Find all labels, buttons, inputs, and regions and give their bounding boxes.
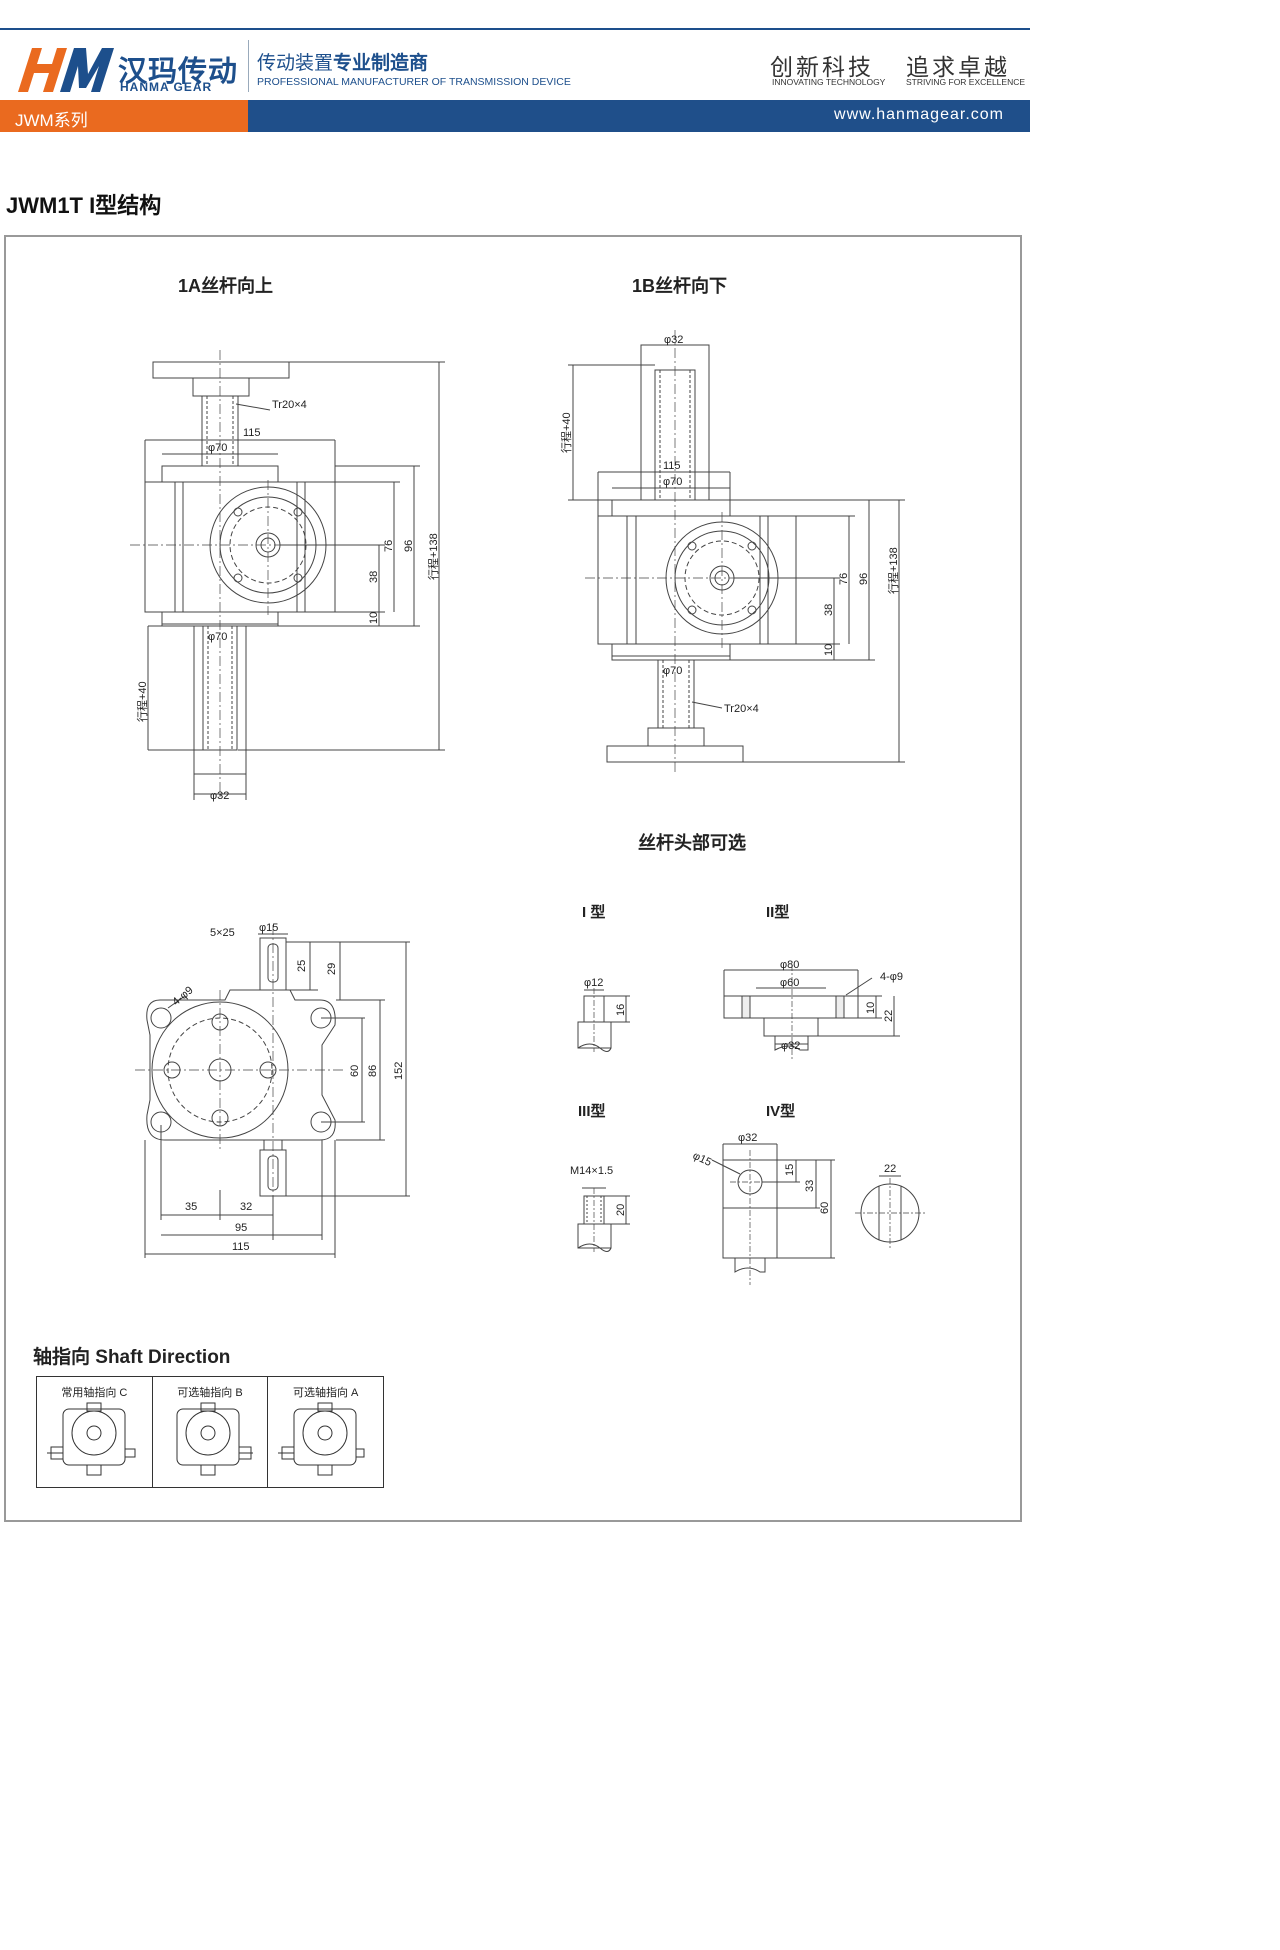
slogan-en: PROFESSIONAL MANUFACTURER OF TRANSMISSIO… xyxy=(257,76,571,88)
dim-t2-22: 22 xyxy=(883,1010,895,1022)
type3-label: III型 xyxy=(578,1102,606,1120)
type1-label: I 型 xyxy=(582,903,605,921)
dim-1b-stroke40: 行程+40 xyxy=(560,412,573,453)
dim-t2-holes: 4-φ9 xyxy=(880,971,903,983)
dim-t1-d12: φ12 xyxy=(584,977,603,989)
dim-1a-stroke138: 行程+138 xyxy=(427,533,440,580)
motto-innovating-en: INNOVATING TECHNOLOGY xyxy=(772,77,886,87)
dim-1a-d70-bot: φ70 xyxy=(208,631,227,643)
shaft-option-label: 常用轴指向 C xyxy=(61,1387,128,1399)
page-title: JWM1T I型结构 xyxy=(6,193,162,218)
dim-side-32: 32 xyxy=(240,1201,252,1213)
dim-1b-d70-bot: φ70 xyxy=(663,665,682,677)
dim-1a-d32: φ32 xyxy=(210,790,229,802)
dim-1a-10: 10 xyxy=(368,612,380,624)
drawing-side-view xyxy=(135,925,410,1258)
dim-1b-d32: φ32 xyxy=(664,334,683,346)
dim-1b-d70-top: φ70 xyxy=(663,476,682,488)
page-header: 汉玛传动 HANMA GEAR 传动装置专业制造商 PROFESSIONAL M… xyxy=(0,0,1030,132)
motto-innovating-cn: 创新科技 xyxy=(770,55,874,81)
dim-1a-d70-top: φ70 xyxy=(208,442,227,454)
dim-side-holes: 4-φ9 xyxy=(170,984,195,1008)
dim-side-152: 152 xyxy=(393,1062,405,1080)
dim-side-d15: φ15 xyxy=(259,922,278,934)
shaft-option-label: 可选轴指向 A xyxy=(292,1387,359,1399)
shaft-direction-option-a[interactable]: 可选轴指向 A xyxy=(268,1377,383,1487)
dim-1a-96: 96 xyxy=(403,540,415,552)
motto-striving-en: STRIVING FOR EXCELLENCE xyxy=(906,77,1026,87)
header-band xyxy=(0,28,1030,102)
screw-head-type-4 xyxy=(711,1143,925,1285)
dim-side-key: 5×25 xyxy=(210,927,235,939)
dim-1b-115: 115 xyxy=(663,460,681,472)
title-1a: 1A丝杆向上 xyxy=(178,275,273,296)
slogan-prefix: 传动装置 xyxy=(257,53,334,74)
screw-head-type-2 xyxy=(723,965,900,1060)
screw-head-type-3 xyxy=(577,1187,630,1252)
dim-side-60: 60 xyxy=(349,1065,361,1077)
dim-1a-stroke40: 行程+40 xyxy=(136,681,149,722)
drawing-frame xyxy=(4,235,1022,1522)
dim-side-35: 35 xyxy=(185,1201,197,1213)
type4-label: IV型 xyxy=(766,1102,795,1120)
shaft-direction-option-b[interactable]: 可选轴指向 B xyxy=(153,1377,269,1487)
hanma-logo-icon xyxy=(18,48,114,92)
drawing-1a xyxy=(130,350,445,800)
dim-1a-thread: Tr20×4 xyxy=(272,399,307,411)
series-bar xyxy=(0,100,248,132)
website-link[interactable]: www.hanmagear.com xyxy=(834,106,1004,123)
dim-side-115: 115 xyxy=(232,1241,250,1253)
series-label[interactable]: JWM系列 xyxy=(15,111,88,130)
title-screw-heads: 丝杆头部可选 xyxy=(638,832,746,853)
logo-text-cn: 汉玛传动 xyxy=(118,56,239,88)
dim-t4-d32: φ32 xyxy=(738,1132,757,1144)
logo-text-en: HANMA GEAR xyxy=(120,80,213,94)
dim-1b-76: 76 xyxy=(838,573,850,585)
shaft-direction-option-c[interactable]: 常用轴指向 C xyxy=(37,1377,153,1487)
header-divider xyxy=(248,40,249,92)
shaft-direction-title: 轴指向 Shaft Direction xyxy=(33,1347,231,1368)
dim-t4-33: 33 xyxy=(804,1180,816,1192)
shaft-a-gearbox-icon xyxy=(278,1402,365,1476)
dim-t4-15: 15 xyxy=(784,1164,796,1176)
website-bar xyxy=(248,100,1030,132)
dim-t3-thread: M14×1.5 xyxy=(570,1165,613,1177)
dim-1b-38: 38 xyxy=(823,604,835,616)
dim-t4-d15: φ15 xyxy=(691,1150,714,1169)
dim-side-29: 29 xyxy=(326,963,338,975)
brand-logo[interactable]: 汉玛传动 HANMA GEAR xyxy=(16,44,246,94)
dim-t2-d60: φ60 xyxy=(780,977,799,989)
dim-t1-16: 16 xyxy=(615,1004,627,1016)
dim-t2-d32: φ32 xyxy=(781,1040,800,1052)
shaft-c-gearbox-icon xyxy=(47,1402,136,1476)
dim-1a-38: 38 xyxy=(368,571,380,583)
motto-striving-cn: 追求卓越 xyxy=(906,55,1010,81)
dim-t2-10: 10 xyxy=(865,1002,877,1014)
dim-side-25: 25 xyxy=(296,960,308,972)
screw-head-type-1 xyxy=(577,988,630,1052)
shaft-option-label: 可选轴指向 B xyxy=(177,1387,243,1399)
dim-side-95: 95 xyxy=(235,1222,247,1234)
shaft-b-gearbox-icon xyxy=(176,1402,253,1476)
dim-side-86: 86 xyxy=(367,1065,379,1077)
title-1b: 1B丝杆向下 xyxy=(632,275,727,296)
technical-drawings: 1A丝杆向上 1B丝杆向下 丝杆头部可选 I 型 II型 III型 IV型 Tr… xyxy=(130,275,925,1285)
type2-label: II型 xyxy=(766,903,789,921)
dim-1b-thread: Tr20×4 xyxy=(724,703,759,715)
dim-1b-10: 10 xyxy=(823,644,835,656)
dim-1a-115: 115 xyxy=(243,427,261,439)
dim-1b-96: 96 xyxy=(858,573,870,585)
slogan-cn: 传动装置专业制造商 xyxy=(257,48,428,75)
dim-1b-stroke138: 行程+138 xyxy=(887,547,900,594)
dim-1a-76: 76 xyxy=(383,540,395,552)
dim-t4-22: 22 xyxy=(884,1163,896,1175)
dim-t4-60: 60 xyxy=(819,1202,831,1214)
drawing-1b xyxy=(568,330,905,775)
shaft-direction-table: 常用轴指向 C 可选轴指向 B 可选轴指向 A xyxy=(36,1376,384,1488)
dim-t3-20: 20 xyxy=(615,1204,627,1216)
dim-t2-d80: φ80 xyxy=(780,959,799,971)
slogan-bold: 专业制造商 xyxy=(333,53,429,74)
